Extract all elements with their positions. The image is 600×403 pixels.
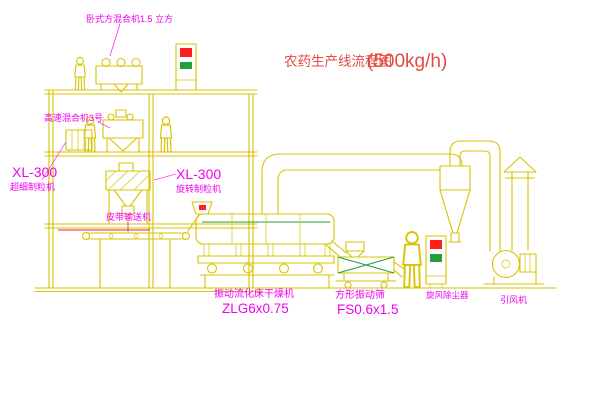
building-structure	[34, 89, 557, 293]
fan-housing	[491, 249, 521, 279]
control-panel-1	[175, 43, 197, 91]
dryer-springs	[203, 244, 331, 256]
outlet-duct-inner	[459, 150, 491, 252]
cyclone-outlet-duct	[449, 140, 501, 252]
building-columns	[48, 89, 254, 289]
fan-motor-fins	[524, 254, 531, 272]
conveyor-roller	[133, 233, 139, 239]
mixer-port	[116, 57, 126, 68]
mixer-top-port	[115, 109, 127, 118]
label-fine-granulator-model: XL-300	[12, 164, 57, 180]
sieve-cross-brace	[337, 256, 395, 274]
cyclone-dust-collector	[439, 165, 471, 243]
mixer-body	[102, 119, 144, 139]
dryer-wheel	[242, 263, 254, 274]
label-horizontal-mixer: 卧式方混合机1.5 立方	[86, 13, 173, 24]
conveyor-roller	[181, 231, 191, 241]
high-speed-mixer	[65, 109, 144, 153]
dryer-body	[195, 213, 335, 245]
building-floors	[44, 89, 258, 229]
panel-indicator-red	[430, 240, 442, 249]
label-rotary-granulator-name: 旋转制粒机	[176, 183, 221, 194]
dryer-outlet-chute	[324, 240, 347, 257]
exhaust-stack	[511, 177, 529, 251]
fan-motor	[519, 253, 537, 273]
dryer-segments	[231, 214, 301, 244]
sieve-funnel	[345, 250, 365, 258]
cyclone-discharge	[450, 232, 460, 243]
induced-draft-fan	[483, 156, 545, 285]
mixer-port	[126, 113, 134, 121]
auxiliary-unit	[65, 129, 93, 151]
diagram-title: 农药生产线流程图	[284, 54, 392, 69]
belt-conveyor	[58, 229, 191, 289]
cyclone-cone	[439, 189, 471, 234]
granulator-body	[105, 170, 151, 191]
mixer-port	[107, 113, 115, 121]
panel-indicator-green	[180, 62, 192, 69]
dryer-wheel	[312, 263, 324, 274]
dryer-wheel	[278, 263, 290, 274]
fan-hub	[501, 259, 511, 269]
label-rotary-granulator-model: XL-300	[176, 166, 221, 182]
sieve-wheel	[344, 281, 352, 289]
label-fluid-bed-dryer-model: ZLG6x0.75	[222, 301, 289, 316]
mixer-cone-legs	[106, 137, 140, 153]
mixer-body	[95, 65, 143, 85]
mixer-legs-discharge	[100, 83, 138, 93]
conveyor-frame	[85, 232, 187, 289]
sieve-wheel	[380, 281, 388, 289]
mixer-port	[131, 57, 141, 68]
label-cyclone: 旋风除尘器	[426, 290, 469, 300]
granulator-outlet	[121, 205, 135, 215]
auxiliary-unit-detail	[68, 130, 90, 152]
conveyor-roller	[81, 231, 91, 241]
label-square-sieve-model: FS0.6x1.5	[337, 302, 399, 317]
label-square-sieve: 方形振动筛	[335, 288, 385, 301]
mixer-port	[101, 57, 111, 68]
label-fluid-bed-dryer: 振动流化床干燥机	[214, 287, 294, 300]
label-belt-conveyor: 皮带输送机	[106, 211, 151, 222]
operator-figure	[74, 57, 86, 91]
operator-figure	[159, 116, 173, 153]
granulator-feed	[118, 162, 134, 172]
granulator-hatch	[105, 170, 151, 191]
conveyor-roller	[108, 233, 114, 239]
duct-outer-wall	[261, 153, 463, 215]
outlet-duct-outer	[449, 140, 501, 252]
label-fine-granulator-name: 超细制粒机	[10, 181, 55, 192]
dryer-feed-accent	[199, 205, 206, 210]
sieve-hopper	[345, 241, 365, 252]
stack-rain-cap	[503, 156, 537, 179]
operator-figure	[402, 230, 422, 288]
cyclone-barrel	[439, 165, 471, 191]
granulator-legs-chute	[108, 189, 148, 234]
sieve-discharge	[393, 261, 405, 278]
control-panel-2	[425, 235, 447, 288]
rotary-granulator	[105, 162, 151, 234]
exhaust-duct	[261, 153, 463, 215]
dryer-rail-legs	[199, 274, 335, 289]
diagram-title-capacity: (500kg/h)	[367, 51, 447, 72]
panel-indicator-green	[430, 254, 442, 262]
panel-indicator-red	[180, 48, 192, 57]
square-vibrating-sieve	[335, 241, 405, 289]
fan-base	[483, 271, 545, 285]
fluid-bed-dryer	[187, 201, 347, 289]
conveyor-roller	[158, 233, 164, 239]
panel-cabinet	[425, 235, 447, 285]
dryer-wheel	[206, 263, 218, 274]
sieve-base	[335, 272, 397, 282]
horizontal-mixer	[95, 57, 143, 93]
duct-inner-wall	[277, 169, 441, 215]
label-fan: 引风机	[500, 294, 527, 305]
ground-line	[34, 287, 557, 293]
panel-cabinet	[175, 43, 197, 91]
label-leader-lines	[41, 23, 177, 231]
sieve-body	[337, 256, 395, 274]
dryer-base-frame	[197, 255, 335, 264]
panel-divider-legs	[426, 275, 446, 288]
label-high-speed-mixer: 高速混合机3号	[44, 112, 103, 123]
